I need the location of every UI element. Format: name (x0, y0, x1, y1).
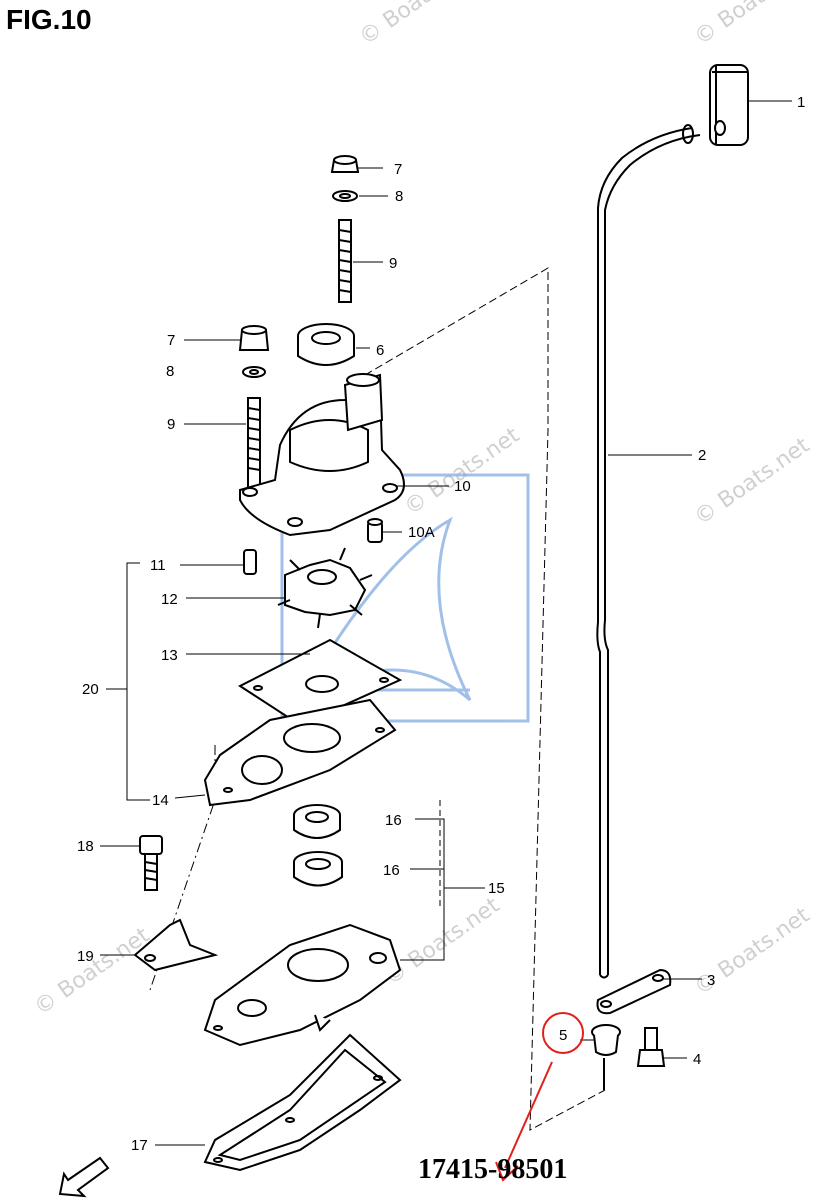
part-18-bolt (139, 835, 163, 891)
part-11-key (243, 549, 257, 575)
part-14-gasket (203, 698, 397, 807)
callout-11: 11 (150, 557, 166, 574)
part-5-grommet (591, 1024, 621, 1090)
callout-1: 1 (797, 94, 805, 111)
callout-9-upper: 9 (389, 255, 397, 272)
callout-12: 12 (161, 591, 178, 608)
callout-8-lower: 8 (166, 363, 174, 380)
callout-7-lower: 7 (167, 332, 175, 349)
callout-5: 5 (559, 1027, 567, 1044)
part-17-gasket (203, 1033, 402, 1172)
callout-14: 14 (152, 792, 169, 809)
part-16-seals (293, 804, 343, 887)
fwd-arrow-icon (58, 1156, 110, 1198)
part-20-bracket (106, 562, 140, 801)
part-10-pump-case (239, 373, 405, 537)
callout-2: 2 (698, 447, 706, 464)
callout-16-lower: 16 (383, 862, 400, 879)
part-19-clip (133, 918, 219, 972)
highlight-marker (495, 1012, 584, 1182)
part-2-water-tube (596, 124, 701, 979)
part-13-plate (238, 638, 403, 727)
callout-19: 19 (77, 948, 94, 965)
parts-7-8-9-upper (330, 155, 360, 303)
part-4-bolt (636, 1027, 666, 1067)
callout-6: 6 (376, 342, 384, 359)
callout-10: 10 (454, 478, 471, 495)
callout-4: 4 (693, 1051, 701, 1068)
part-12-impeller (277, 547, 373, 629)
part-10a-dowel (367, 518, 383, 543)
callout-18: 18 (77, 838, 94, 855)
leader-lines (100, 100, 792, 1146)
part-15-bracket (400, 818, 485, 961)
part-6-seal (297, 323, 355, 366)
part-15-housing (203, 923, 402, 1047)
part-number-label: 17415-98501 (418, 1154, 568, 1185)
callout-16-upper: 16 (385, 812, 402, 829)
callout-13: 13 (161, 647, 178, 664)
callout-7-upper: 7 (394, 161, 402, 178)
callout-8-upper: 8 (395, 188, 403, 205)
callout-15: 15 (488, 880, 505, 897)
callout-9-lower: 9 (167, 416, 175, 433)
part-3-plate (596, 968, 672, 1015)
callout-10a: 10A (408, 524, 435, 541)
callout-17: 17 (131, 1137, 148, 1154)
part-1-clip (709, 64, 749, 146)
figure-title: FIG.10 (6, 4, 92, 35)
callout-3: 3 (707, 972, 715, 989)
callout-20: 20 (82, 681, 99, 698)
parts-7-8-9-lower (238, 325, 270, 491)
